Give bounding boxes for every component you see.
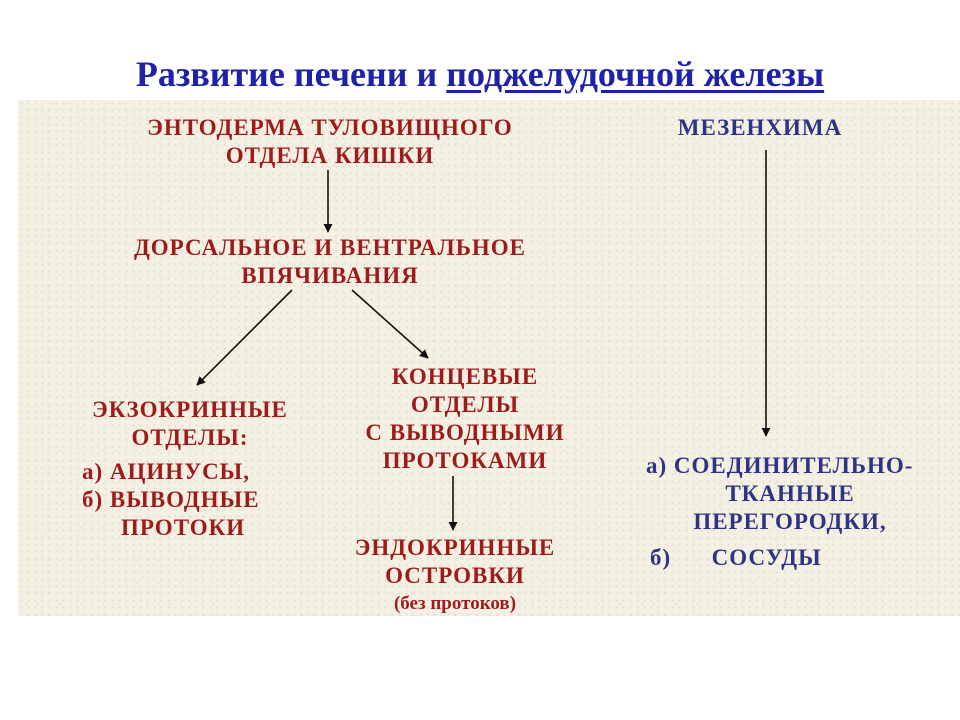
terminal-line-1: КОНЦЕВЫЕ xyxy=(391,364,539,389)
title-part-2-underlined: поджелудочной железы xyxy=(446,54,825,94)
exocrine-line-2: ОТДЕЛЫ: xyxy=(131,425,249,450)
mesenchyme-item-b: б) СОСУДЫ xyxy=(650,545,822,570)
exocrine-item-b-line-2: ПРОТОКИ xyxy=(121,515,246,540)
node-mesenchyme: МЕЗЕНХИМА xyxy=(677,115,843,140)
title-part-1: Развитие печени и xyxy=(135,54,447,94)
node-endocrine-islets: ЭНДОКРИННЫЕ ОСТРОВКИ (без протоков) xyxy=(330,534,580,618)
exocrine-item-a: а) АЦИНУСЫ, xyxy=(82,459,251,484)
endoderm-line-1: ЭНТОДЕРМА ТУЛОВИЩНОГО xyxy=(147,115,513,140)
diagram-panel xyxy=(18,100,960,616)
invaginations-line-1: ДОРСАЛЬНОЕ И ВЕНТРАЛЬНОЕ xyxy=(133,235,527,260)
exocrine-item-b-line-1: б) ВЫВОДНЫЕ xyxy=(82,487,260,512)
mesenchyme-item-a-line-3: ПЕРЕГОРОДКИ, xyxy=(693,509,887,534)
exocrine-line-1: ЭКЗОКРИННЫЕ xyxy=(92,397,288,422)
mesenchyme-item-a-line-1: а) СОЕДИНИТЕЛЬНО- xyxy=(646,453,914,478)
node-invaginations: ДОРСАЛЬНОЕ И ВЕНТРАЛЬНОЕ ВПЯЧИВАНИЯ xyxy=(100,234,560,290)
slide-title: Развитие печени и поджелудочной железы xyxy=(0,52,960,96)
endocrine-line-2: ОСТРОВКИ xyxy=(385,563,525,588)
invaginations-line-2: ВПЯЧИВАНИЯ xyxy=(241,263,419,288)
endocrine-line-1: ЭНДОКРИННЫЕ xyxy=(354,535,556,560)
node-endoderm: ЭНТОДЕРМА ТУЛОВИЩНОГО ОТДЕЛА КИШКИ xyxy=(120,114,540,170)
terminal-line-2: ОТДЕЛЫ xyxy=(410,392,520,417)
node-exocrine-heading: ЭКЗОКРИННЫЕ ОТДЕЛЫ: xyxy=(60,396,320,452)
node-terminal-sections: КОНЦЕВЫЕ ОТДЕЛЫ С ВЫВОДНЫМИ ПРОТОКАМИ xyxy=(340,363,590,475)
endocrine-line-3: (без протоков) xyxy=(393,593,517,614)
terminal-line-4: ПРОТОКАМИ xyxy=(382,448,548,473)
mesenchyme-item-a-line-2: ТКАННЫЕ xyxy=(725,481,855,506)
terminal-line-3: С ВЫВОДНЫМИ xyxy=(365,420,565,445)
endoderm-line-2: ОТДЕЛА КИШКИ xyxy=(225,143,435,168)
